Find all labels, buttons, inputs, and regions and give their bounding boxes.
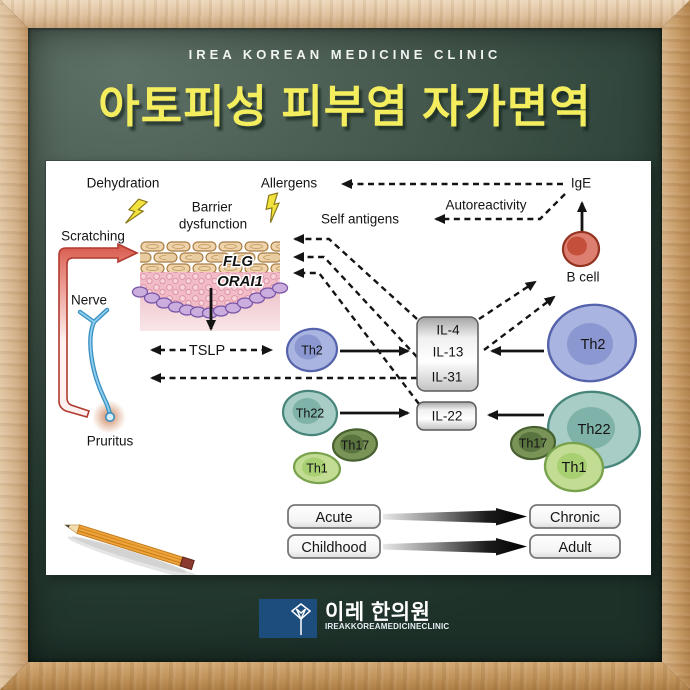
label-ige: IgE [571,176,591,191]
arrow-il4-to-bcell [478,280,537,321]
label-adult: Adult [558,540,591,556]
arrow-cytokines-to-skin-1 [293,234,418,320]
th2-left-label: Th2 [301,343,323,357]
label-b-cell: B cell [566,270,599,285]
logo-korean-name: 이레 한의원 [325,601,431,624]
scratching-loop-arrow [58,242,139,418]
page-title: 아토피성 피부염 자가면역 [98,81,592,132]
b-cell [561,230,601,268]
th17-cell-left: Th17 [331,428,379,462]
label-acute: Acute [315,510,352,526]
box-acute [287,504,381,529]
label-tslp: TSLP [189,343,225,359]
skin-barrier-illustration: FLG ORAI1 [131,241,289,331]
stratum-corneum-layer [140,241,280,274]
lightning-icon-allergens [265,192,281,223]
label-childhood: Childhood [301,540,366,556]
arrow-acute-to-chronic [383,508,527,526]
cytokine-il13: IL-13 [433,345,464,360]
th22-right-label: Th22 [577,422,610,438]
th17-left-label: Th17 [341,438,370,452]
clinic-name: IREA KOREAN MEDICINE CLINIC [188,47,502,62]
cytokine-il22: IL-22 [432,409,463,424]
clinic-logo [259,599,317,638]
logo-subtitle: IREAKKOREAMEDICINECLINIC [325,622,450,631]
label-autoreactivity: Autoreactivity [445,198,526,213]
arrow-il22-to-skin [293,268,420,405]
th2-cell-left: Th2 [285,327,339,373]
lightning-icon-dehydration [125,198,149,224]
label-barrier: Barrier [192,200,233,215]
arrow-childhood-to-adult [383,538,527,556]
label-allergens: Allergens [261,176,318,191]
box-childhood [287,534,381,559]
label-scratching: Scratching [61,229,125,244]
th17-right-label: Th17 [519,436,548,450]
label-dehydration: Dehydration [87,176,160,191]
diagram-panel: FLG ORAI1 [46,161,651,575]
gene-label-flg: FLG [223,253,253,270]
tulip-leaf-icon [290,602,312,635]
label-nerve: Nerve [71,293,107,308]
cytokine-box-il22 [416,401,477,431]
box-adult [529,534,621,559]
label-dysfunction: dysfunction [179,217,247,232]
label-chronic: Chronic [550,510,600,526]
box-chronic [529,504,621,529]
frame-top [0,0,690,28]
nerve-fiber [77,307,115,423]
th1-cell-right: Th1 [543,441,605,493]
label-self-antigens: Self antigens [321,212,399,227]
basement-membrane-cells [131,282,289,319]
progression-section: Acute Chronic Childhood Adult [287,504,621,559]
arrow-il13-to-bcell [483,295,556,351]
th1-left-label: Th1 [306,461,328,475]
th22-left-label: Th22 [296,406,325,420]
cytokine-il31: IL-31 [432,370,463,385]
th1-cell-left: Th1 [292,451,342,485]
label-pruritus: Pruritus [87,434,134,449]
gene-label-orai1: ORAI1 [217,273,263,290]
arrow-cytokines-to-skin-2 [293,252,418,358]
cytokine-il4: IL-4 [436,323,460,338]
th22-cell-left: Th22 [281,389,339,437]
th1-right-label: Th1 [562,460,587,476]
frame-bottom [0,662,690,690]
th2-cell-right: Th2 [546,303,638,383]
cytokine-box-il4-il13-il31 [416,316,479,392]
pencil-illustration [63,524,205,575]
th17-cell-right: Th17 [509,425,557,461]
th2-right-label: Th2 [581,337,606,353]
arrow-autoreactivity-to-self-antigens [434,193,566,224]
diagram-figure: FLG ORAI1 [58,176,642,575]
